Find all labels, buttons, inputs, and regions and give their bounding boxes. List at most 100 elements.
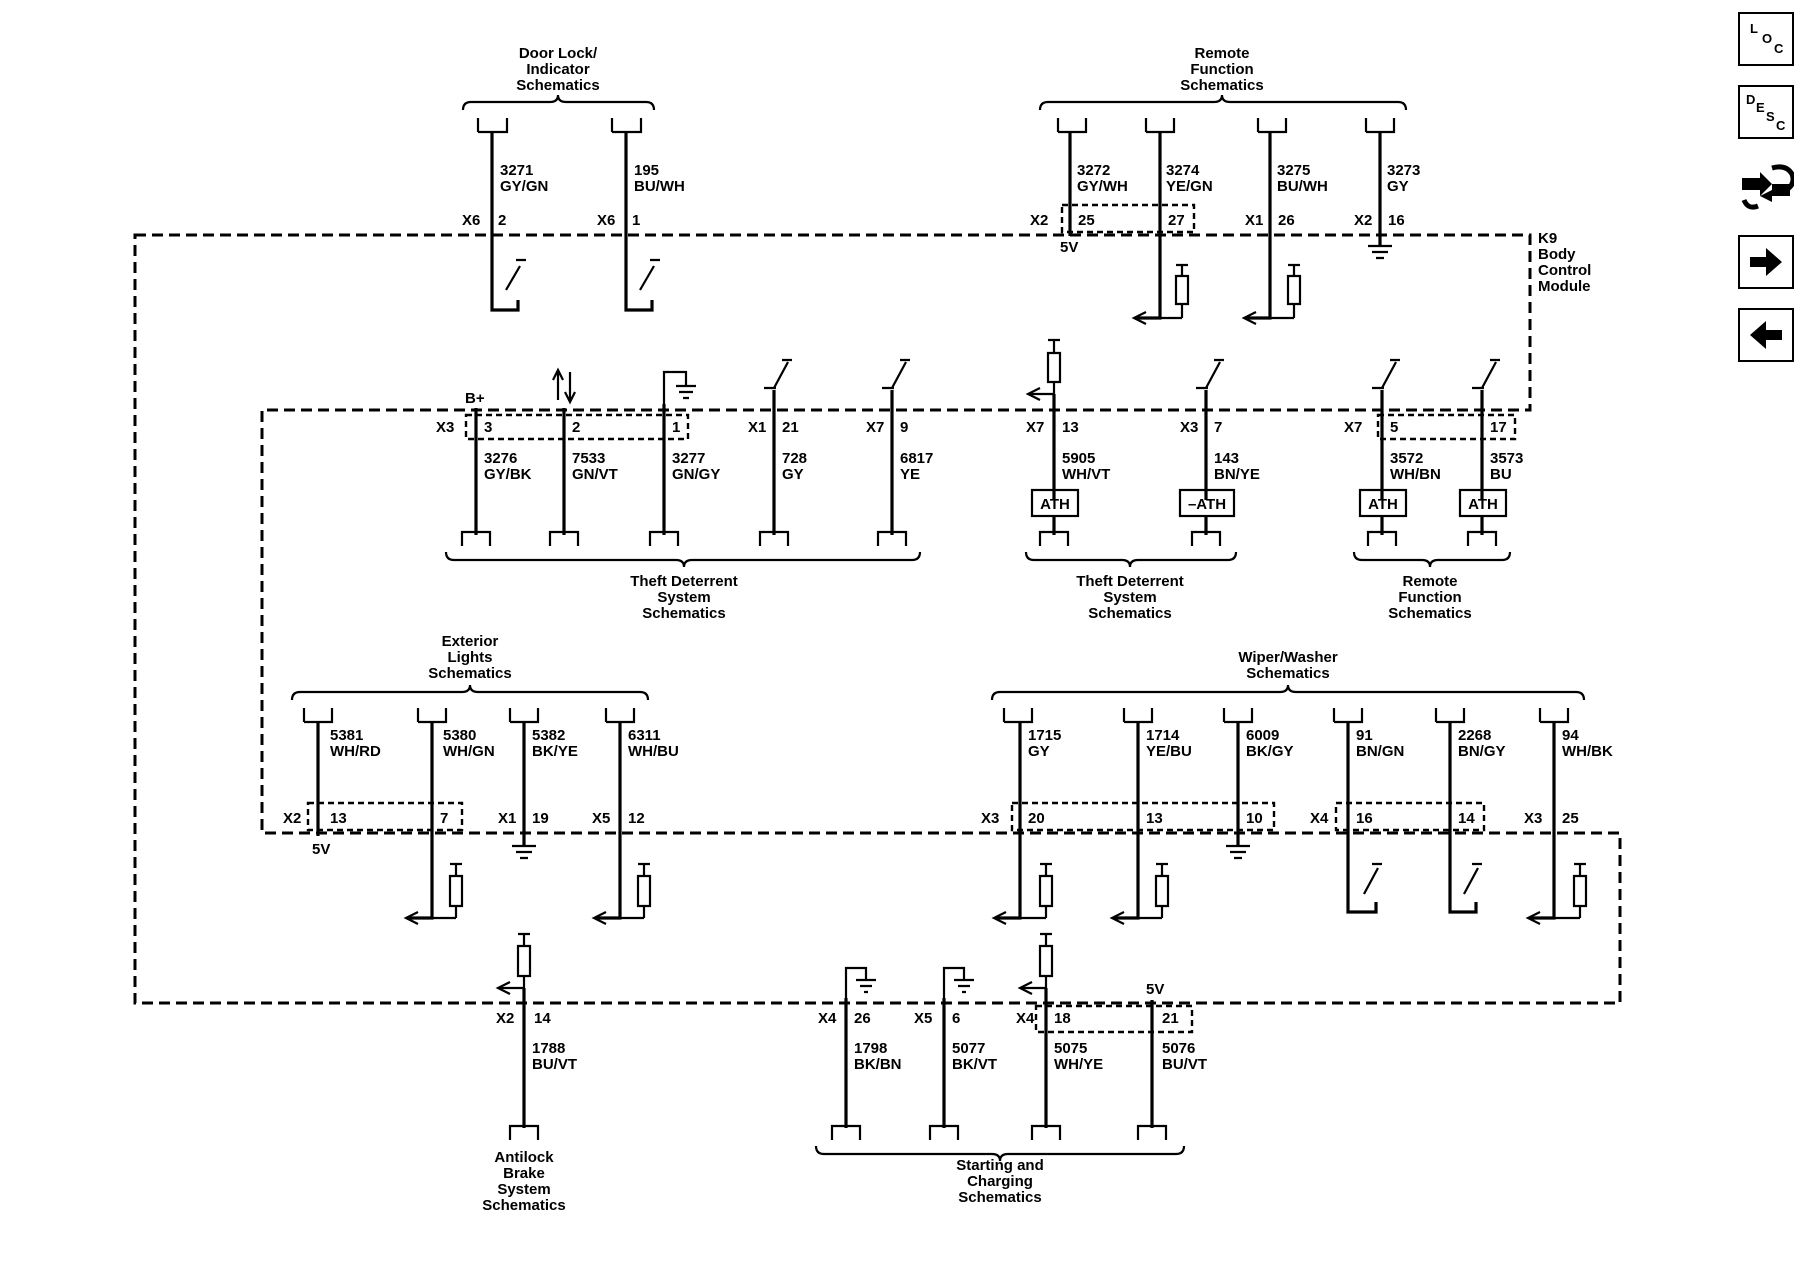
circuit-color: GY <box>782 466 804 483</box>
module-name-line: Body <box>1538 246 1576 263</box>
circuit-color: GY <box>1028 743 1050 760</box>
connector-box <box>1010 801 1276 832</box>
circuit-number: 143 <box>1214 450 1239 467</box>
switch <box>639 258 660 291</box>
voltage-label: 5V <box>312 841 330 858</box>
circuit-number: 3277 <box>672 450 705 467</box>
connector-id: X2 <box>283 810 301 827</box>
group-caption: Schematics <box>1246 665 1329 682</box>
connector-box <box>1034 1004 1194 1034</box>
previous-page-button[interactable] <box>1738 308 1794 362</box>
group-starting: Starting and Charging Schematics <box>814 1145 1186 1206</box>
group-caption: Theft Deterrent <box>630 573 738 590</box>
loc-button[interactable]: L O C <box>1738 12 1794 66</box>
module-name-line: Module <box>1538 278 1591 295</box>
circuit-91: 91 BN/GN X4 16 <box>1310 708 1404 914</box>
circuit-color: BK/GY <box>1246 743 1294 760</box>
pin-number: 12 <box>628 810 645 827</box>
circuit-color: GY/BK <box>484 466 532 483</box>
terminal-socket <box>1364 118 1396 134</box>
terminal-socket <box>1144 118 1176 134</box>
circuit-5076: 5V 21 5076 BU/VT <box>1136 981 1207 1140</box>
terminal-socket <box>1332 708 1364 724</box>
connector-box <box>1334 801 1486 832</box>
pin-number: 26 <box>854 1010 871 1027</box>
desc-button[interactable]: D E S C <box>1738 85 1794 139</box>
group-caption: System <box>497 1181 550 1198</box>
circuit-3572: ATH X7 5 3572 WH/BN <box>1344 358 1441 546</box>
group-door-lock: Door Lock/ Indicator Schematics <box>461 45 656 111</box>
loc-icon: L O C <box>1750 21 1784 56</box>
loc-letter: L <box>1750 21 1758 36</box>
group-caption: Function <box>1398 589 1461 606</box>
circuit-number: 6817 <box>900 450 933 467</box>
terminal-socket <box>648 530 680 546</box>
circuit-5075: X4 18 5075 WH/YE <box>1016 932 1103 1140</box>
circuit-number: 3273 <box>1387 162 1420 179</box>
pin-number: 13 <box>1062 419 1079 436</box>
wire <box>1346 722 1378 914</box>
circuit-number: 5076 <box>1162 1040 1195 1057</box>
module-name-line: Control <box>1538 262 1591 279</box>
terminal-socket <box>1002 708 1034 724</box>
circuit-color: BK/BN <box>854 1056 902 1073</box>
circuit-3276: B+ X3 3 3276 GY/BK <box>436 390 532 546</box>
pin-number: 1 <box>672 419 680 436</box>
terminal-socket <box>610 118 643 134</box>
circuit-number: 7533 <box>572 450 605 467</box>
arrow-left-icon <box>1750 321 1782 349</box>
switch <box>764 358 792 390</box>
circuit-color: WH/VT <box>1062 466 1110 483</box>
group-caption: Door Lock/ <box>519 45 598 62</box>
circuit-7533: 2 7533 GN/VT <box>548 367 618 546</box>
battery-label: B+ <box>465 390 485 407</box>
circuit-color: YE <box>900 466 920 483</box>
pullup-resistor <box>1572 862 1588 918</box>
group-caption: System <box>657 589 710 606</box>
circuit-number: 1798 <box>854 1040 887 1057</box>
ground-symbol <box>662 370 696 404</box>
terminal-socket <box>1136 1124 1168 1140</box>
circuit-number: 5381 <box>330 727 363 744</box>
connector-id: X3 <box>1180 419 1198 436</box>
circuit-number: 6009 <box>1246 727 1279 744</box>
group-caption: Antilock <box>494 1149 554 1166</box>
connector-view-button[interactable] <box>1738 160 1794 214</box>
module-id: K9 <box>1538 230 1557 247</box>
pin-number: 5 <box>1390 419 1398 436</box>
ground-symbol <box>512 844 536 860</box>
circuit-3271: 3271 GY/GN X6 2 <box>462 118 548 312</box>
connector-id: X1 <box>748 419 766 436</box>
circuit-color: BK/YE <box>532 743 578 760</box>
circuit-color: BU/WH <box>1277 178 1328 195</box>
group-caption: Schematics <box>428 665 511 682</box>
circuit-color: BU/WH <box>634 178 685 195</box>
group-caption: Schematics <box>482 1197 565 1214</box>
pullup-resistor <box>1030 338 1062 396</box>
circuit-color: WH/BU <box>628 743 679 760</box>
circuit-3573: ATH 17 3573 BU <box>1458 358 1523 546</box>
wire <box>490 132 520 312</box>
group-brace <box>444 551 922 568</box>
connector-id: X3 <box>436 419 454 436</box>
circuit-1798: X4 26 1798 BK/BN <box>818 966 902 1140</box>
group-caption: Schematics <box>1180 77 1263 94</box>
terminal-socket <box>1538 708 1570 724</box>
ground-symbol <box>844 966 876 998</box>
desc-letter: D <box>1746 92 1755 107</box>
circuit-number: 195 <box>634 162 659 179</box>
wire <box>624 132 654 312</box>
circuit-number: 1714 <box>1146 727 1180 744</box>
connector-id: X7 <box>1026 419 1044 436</box>
circuit-color: BN/YE <box>1214 466 1260 483</box>
circuit-1715: 1715 GY X3 20 <box>981 708 1061 925</box>
terminal-socket <box>460 530 492 546</box>
desc-letter: S <box>1766 109 1775 124</box>
pin-number: 26 <box>1278 212 1295 229</box>
next-page-button[interactable] <box>1738 235 1794 289</box>
group-caption: Schematics <box>1088 605 1171 622</box>
pin-number: 2 <box>572 419 580 436</box>
pin-number: 6 <box>952 1010 960 1027</box>
arrow-head <box>591 911 607 925</box>
group-caption: Schematics <box>958 1189 1041 1206</box>
